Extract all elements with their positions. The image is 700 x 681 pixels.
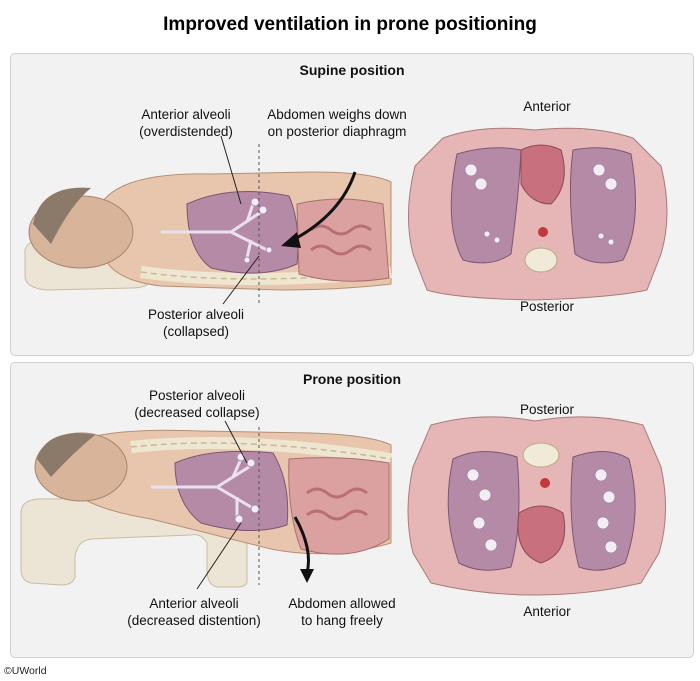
supine-arrow <box>292 171 357 242</box>
prone-anterior-alveoli-label: Anterior alveoli(decreased distention) <box>127 596 261 628</box>
supine-section-bottom-label: Posterior <box>519 299 575 314</box>
prone-cross-section <box>407 416 666 596</box>
supine-cross-section <box>408 127 668 301</box>
supine-panel: Supine position <box>10 53 694 356</box>
supine-posterior-alveoli-label: Posterior alveoli(collapsed) <box>147 307 245 339</box>
supine-illustration <box>24 127 668 305</box>
supine-anterior-alveoli-label: Anterior alveoli(overdistended) <box>139 107 233 139</box>
prone-bronchial-tree <box>151 458 252 517</box>
prone-section-top-label: Posterior <box>519 402 575 417</box>
prone-heading: Prone position <box>303 371 401 387</box>
prone-lung <box>174 450 289 531</box>
prone-panel: Prone position <box>10 362 694 658</box>
prone-posterior-alveoli-label: Posterior alveoli(decreased collapse) <box>134 388 260 420</box>
copyright-notice: ©UWorld <box>4 665 47 677</box>
prone-illustration <box>20 416 666 596</box>
supine-heading: Supine position <box>299 62 405 78</box>
prone-alveoli <box>234 452 260 524</box>
prone-section-bottom-label: Anterior <box>523 604 571 619</box>
supine-section-top-label: Anterior <box>523 99 571 114</box>
supine-bronchial-tree <box>161 203 268 259</box>
supine-abdomen <box>296 198 390 282</box>
prone-abdomen <box>288 457 390 555</box>
prone-arrow <box>293 516 310 574</box>
figure-title: Improved ventilation in prone positionin… <box>163 14 537 35</box>
